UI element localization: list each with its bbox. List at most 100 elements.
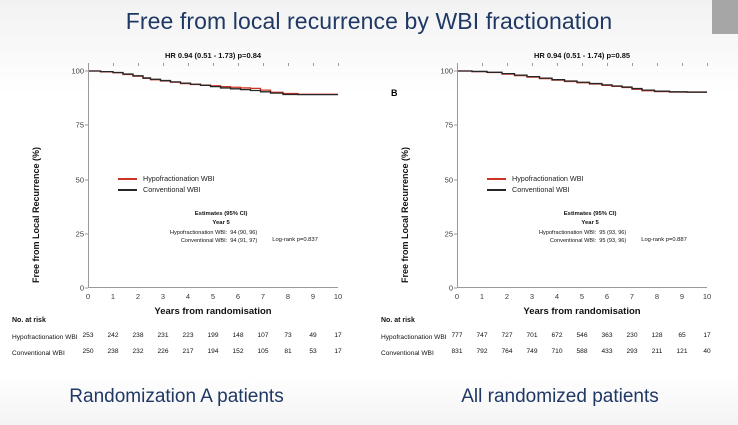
- risk-count: 17: [334, 348, 342, 355]
- y-axis-line-b: [457, 63, 458, 288]
- x-axis-tick-mark: [313, 63, 314, 66]
- risk-count: 73: [284, 332, 292, 339]
- x-axis-tick-mark: [632, 63, 633, 66]
- panel-randomization-a: HR 0.94 (0.51 - 1.73) p=0.84 Free from L…: [0, 51, 369, 375]
- x-axis-tick-label: 3: [160, 292, 166, 301]
- risk-count: 238: [132, 332, 144, 339]
- estimate-group-name: Hypofractionation WBI:: [539, 229, 597, 236]
- risk-count: 53: [309, 348, 317, 355]
- risk-table-title: No. at risk: [381, 317, 415, 324]
- y-axis-tick-mark: [454, 179, 457, 180]
- risk-count: 152: [232, 348, 244, 355]
- risk-count: 199: [207, 332, 219, 339]
- log-rank-p-value-b: Log-rank p=0.887: [641, 236, 687, 243]
- y-axis-tick-label: 50: [75, 175, 84, 184]
- risk-count: 672: [551, 332, 563, 339]
- estimates-rows: Hypofractionation WBI: 94 (90, 96) Conve…: [170, 229, 318, 246]
- x-axis-line-a: [88, 287, 338, 288]
- x-axis-tick-label: 0: [85, 292, 91, 301]
- estimates-box-b: Estimates (95% CI) Year 5 Hypofractionat…: [539, 210, 687, 246]
- risk-count: 588: [576, 348, 588, 355]
- y-axis-tick-label: 100: [440, 66, 453, 76]
- legend-label: Hypofractionation WBI: [512, 174, 584, 183]
- risk-count: 226: [157, 348, 169, 355]
- x-axis-tick-label: 6: [235, 292, 241, 301]
- x-axis-tick-mark: [682, 63, 683, 66]
- x-axis-tick-mark: [113, 63, 114, 66]
- y-axis-tick-mark: [454, 70, 457, 72]
- y-axis-label-a: Free from Local Recurrence (%): [31, 146, 41, 284]
- legend-a: Hypofractionation WBI Conventional WBI: [118, 173, 215, 195]
- y-axis-tick-label: 100: [71, 66, 84, 76]
- risk-count: 749: [526, 348, 538, 355]
- x-axis-tick-label: 2: [504, 292, 510, 301]
- y-axis-line-a: [88, 63, 89, 288]
- x-axis-tick-label: 1: [110, 292, 116, 301]
- y-axis-tick-mark: [454, 124, 457, 126]
- estimate-value: 94 (91, 97): [230, 238, 258, 245]
- legend-swatch-icon: [118, 177, 137, 180]
- estimate-row: Hypofractionation WBI: 94 (90, 96): [170, 229, 272, 237]
- risk-count: 232: [132, 348, 144, 355]
- x-axis-tick-label: 9: [310, 292, 316, 301]
- legend-label: Hypofractionation WBI: [143, 174, 215, 183]
- x-axis-tick-mark: [188, 63, 189, 66]
- x-axis-tick-mark: [607, 63, 608, 66]
- x-axis-tick-mark: [88, 63, 89, 66]
- risk-count: 433: [601, 348, 613, 355]
- estimates-box-a: Estimates (95% CI) Year 5 Hypofractionat…: [170, 210, 318, 246]
- y-axis-tick-mark: [454, 287, 457, 289]
- legend-item-conventional-b: Conventional WBI: [487, 184, 584, 195]
- risk-count: 546: [576, 332, 588, 339]
- risk-count: 148: [232, 332, 244, 339]
- log-rank-p-value-a: Log-rank p=0.837: [272, 236, 318, 243]
- risk-count: 17: [703, 332, 711, 339]
- y-axis-tick-mark: [454, 233, 457, 235]
- x-axis-tick-label: 7: [260, 292, 266, 301]
- x-axis-tick-mark: [657, 63, 658, 66]
- x-axis-tick-label: 5: [579, 292, 585, 301]
- y-axis-tick-label: 75: [444, 120, 453, 130]
- estimate-row: Hypofractionation WBI: 95 (93, 96): [539, 229, 641, 237]
- risk-count: 105: [257, 348, 269, 355]
- curve-conventional-wbi: [88, 70, 338, 96]
- x-axis-tick-label: 2: [135, 292, 141, 301]
- risk-count: 253: [82, 332, 94, 339]
- x-axis-tick-mark: [138, 63, 139, 66]
- risk-count: 230: [626, 332, 638, 339]
- y-axis-tick-mark: [85, 124, 88, 126]
- x-axis-line-b: [457, 287, 707, 288]
- estimates-title: Estimates (95% CI): [194, 211, 248, 217]
- risk-count: 17: [334, 332, 342, 339]
- risk-row-label: Hypofractionation WBI: [381, 333, 447, 341]
- y-axis-tick-label: 50: [444, 175, 453, 184]
- risk-count: 831: [451, 348, 463, 355]
- legend-swatch-icon: [487, 188, 506, 191]
- x-axis-label-a: Years from randomisation: [154, 306, 272, 317]
- x-axis-tick-mark: [338, 63, 339, 66]
- risk-count: 363: [601, 332, 613, 339]
- caption-all-randomized: All randomized patients: [461, 386, 659, 407]
- risk-table-title: No. at risk: [12, 317, 46, 324]
- estimate-group-name: Hypofractionation WBI:: [170, 229, 228, 236]
- y-axis-tick-mark: [85, 233, 88, 235]
- risk-count: 81: [284, 348, 292, 355]
- x-axis-tick-label: 3: [529, 292, 535, 301]
- x-axis-tick-mark: [163, 63, 164, 66]
- risk-count: 747: [476, 332, 488, 339]
- x-axis-tick-label: 7: [629, 292, 635, 301]
- risk-count: 121: [676, 348, 688, 355]
- x-axis-tick-label: 4: [554, 292, 560, 301]
- risk-count: 701: [526, 332, 538, 339]
- estimate-row: Conventional WBI: 95 (93, 96): [539, 237, 641, 245]
